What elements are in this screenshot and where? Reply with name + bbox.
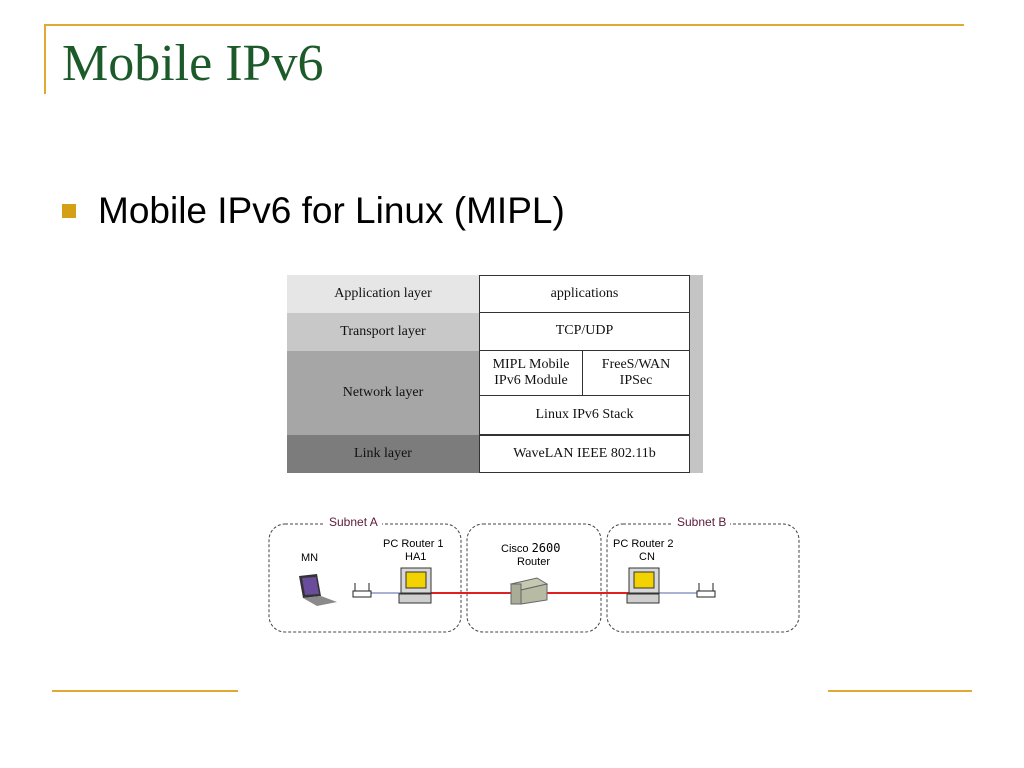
cell-mipl-module: MIPL Mobile IPv6 Module bbox=[479, 350, 583, 396]
bullet-square-icon bbox=[62, 204, 76, 218]
layer-application: Application layer bbox=[287, 275, 479, 313]
cell-wavelan: WaveLAN IEEE 802.11b bbox=[479, 435, 690, 473]
layer-link: Link layer bbox=[287, 435, 479, 473]
cell-applications: applications bbox=[479, 275, 690, 313]
top-rule bbox=[44, 24, 964, 26]
cn-label: CN bbox=[639, 551, 655, 563]
layer-network: Network layer bbox=[287, 351, 479, 435]
network-diagram: Subnet A Subnet B MN PC Router 1 HA1 Cis… bbox=[265, 510, 805, 638]
cell-freeswan-line1: FreeS/WAN bbox=[601, 356, 671, 372]
bottom-left-rule bbox=[52, 690, 238, 692]
cell-freeswan-ipsec: FreeS/WAN IPSec bbox=[582, 350, 690, 396]
pc-router-1-label: PC Router 1 bbox=[383, 538, 444, 550]
cisco-name: Cisco bbox=[501, 543, 529, 555]
ha1-label: HA1 bbox=[405, 551, 427, 563]
pc-router-1-icon bbox=[398, 567, 432, 604]
cell-freeswan-line2: IPSec bbox=[619, 373, 653, 388]
mn-label: MN bbox=[301, 552, 319, 564]
subnet-b-label: Subnet B bbox=[673, 516, 731, 528]
cisco-router-icon bbox=[509, 577, 549, 605]
cell-mipl-line1: MIPL Mobile bbox=[492, 356, 570, 372]
bullet-text: Mobile IPv6 for Linux (MIPL) bbox=[98, 190, 565, 231]
cisco-label: Cisco 2600 bbox=[501, 542, 560, 555]
subnet-a-label: Subnet A bbox=[325, 516, 382, 528]
router-label: Router bbox=[517, 556, 551, 568]
access-point-b-icon bbox=[696, 583, 716, 598]
network-diagram-lines bbox=[268, 523, 800, 633]
middle-boundary bbox=[466, 523, 602, 633]
bottom-right-rule bbox=[828, 690, 972, 692]
cell-mipl-line2: IPv6 Module bbox=[494, 373, 568, 388]
cell-linux-ipv6-stack: Linux IPv6 Stack bbox=[479, 395, 690, 435]
cell-tcp-udp: TCP/UDP bbox=[479, 312, 690, 351]
protocol-layer-table: Application layer Transport layer Networ… bbox=[287, 275, 703, 473]
slide-title: Mobile IPv6 bbox=[62, 35, 324, 92]
bullet-item: Mobile IPv6 for Linux (MIPL) bbox=[62, 190, 565, 232]
laptop-icon bbox=[299, 574, 337, 606]
title-left-rule bbox=[44, 24, 46, 94]
access-point-a-icon bbox=[352, 583, 372, 598]
cisco-model: 2600 bbox=[531, 541, 561, 555]
pc-router-2-icon bbox=[626, 567, 660, 604]
layer-transport: Transport layer bbox=[287, 313, 479, 351]
pc-router-2-label: PC Router 2 bbox=[613, 538, 674, 550]
